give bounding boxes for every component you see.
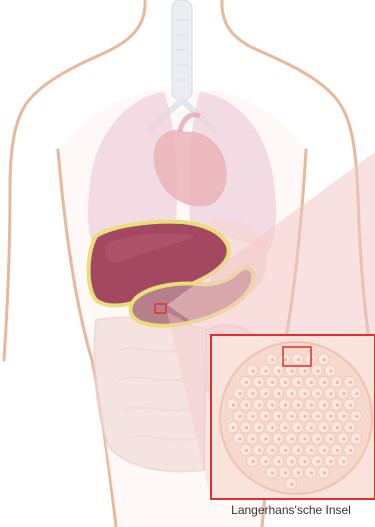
cell-nucleus bbox=[297, 471, 300, 474]
cell-nucleus bbox=[232, 404, 235, 407]
cell-nucleus bbox=[284, 449, 287, 452]
cell-nucleus bbox=[342, 392, 345, 395]
cell-nucleus bbox=[329, 437, 332, 440]
cell-nucleus bbox=[251, 437, 254, 440]
cell-nucleus bbox=[290, 460, 293, 463]
cell-nucleus bbox=[251, 460, 254, 463]
cell-nucleus bbox=[316, 415, 319, 418]
cell-nucleus bbox=[271, 381, 274, 384]
cell-nucleus bbox=[310, 471, 313, 474]
cell-nucleus bbox=[258, 381, 261, 384]
cell-nucleus bbox=[316, 392, 319, 395]
cell-nucleus bbox=[245, 449, 248, 452]
cell-nucleus bbox=[342, 437, 345, 440]
cell-nucleus bbox=[310, 404, 313, 407]
cell-nucleus bbox=[277, 415, 280, 418]
cell-nucleus bbox=[284, 381, 287, 384]
cell-nucleus bbox=[297, 404, 300, 407]
cell-nucleus bbox=[336, 426, 339, 429]
cell-nucleus bbox=[355, 437, 358, 440]
cell-nucleus bbox=[277, 392, 280, 395]
cell-nucleus bbox=[297, 449, 300, 452]
cell-nucleus bbox=[297, 381, 300, 384]
cell-nucleus bbox=[342, 415, 345, 418]
cell-nucleus bbox=[336, 449, 339, 452]
cell-nucleus bbox=[251, 392, 254, 395]
cell-nucleus bbox=[323, 471, 326, 474]
cell-nucleus bbox=[349, 449, 352, 452]
cell-nucleus bbox=[303, 460, 306, 463]
cell-nucleus bbox=[297, 358, 300, 361]
cell-nucleus bbox=[323, 381, 326, 384]
cell-nucleus bbox=[277, 460, 280, 463]
cell-nucleus bbox=[336, 404, 339, 407]
cell-nucleus bbox=[290, 392, 293, 395]
cell-nucleus bbox=[329, 415, 332, 418]
cell-nucleus bbox=[349, 404, 352, 407]
cell-nucleus bbox=[355, 392, 358, 395]
cell-nucleus bbox=[264, 460, 267, 463]
cell-nucleus bbox=[258, 426, 261, 429]
cell-nucleus bbox=[238, 437, 241, 440]
cell-nucleus bbox=[290, 437, 293, 440]
cell-nucleus bbox=[336, 381, 339, 384]
cell-nucleus bbox=[284, 426, 287, 429]
cell-nucleus bbox=[271, 471, 274, 474]
cell-nucleus bbox=[329, 392, 332, 395]
cell-nucleus bbox=[310, 449, 313, 452]
magnified-panel bbox=[211, 335, 375, 499]
cell-nucleus bbox=[251, 415, 254, 418]
cell-nucleus bbox=[355, 415, 358, 418]
cell-nucleus bbox=[323, 449, 326, 452]
cell-nucleus bbox=[284, 404, 287, 407]
cell-nucleus bbox=[277, 437, 280, 440]
cell-nucleus bbox=[303, 392, 306, 395]
cell-nucleus bbox=[329, 370, 332, 373]
cell-nucleus bbox=[310, 381, 313, 384]
cell-nucleus bbox=[316, 437, 319, 440]
cell-nucleus bbox=[303, 370, 306, 373]
cell-nucleus bbox=[284, 358, 287, 361]
cell-nucleus bbox=[271, 449, 274, 452]
cell-nucleus bbox=[323, 404, 326, 407]
cell-nucleus bbox=[349, 381, 352, 384]
cell-nucleus bbox=[323, 358, 326, 361]
cell-nucleus bbox=[232, 426, 235, 429]
cell-nucleus bbox=[290, 483, 293, 486]
cell-nucleus bbox=[245, 381, 248, 384]
cell-nucleus bbox=[264, 392, 267, 395]
cell-nucleus bbox=[251, 370, 254, 373]
caption-label: Langerhans'sche Insel bbox=[216, 503, 366, 517]
cell-nucleus bbox=[323, 426, 326, 429]
cell-nucleus bbox=[264, 370, 267, 373]
cell-nucleus bbox=[290, 415, 293, 418]
cell-nucleus bbox=[258, 449, 261, 452]
cell-nucleus bbox=[303, 437, 306, 440]
cell-nucleus bbox=[264, 437, 267, 440]
cell-nucleus bbox=[316, 370, 319, 373]
cell-nucleus bbox=[303, 415, 306, 418]
cell-nucleus bbox=[245, 426, 248, 429]
cell-nucleus bbox=[297, 426, 300, 429]
cell-nucleus bbox=[310, 426, 313, 429]
cell-nucleus bbox=[342, 460, 345, 463]
cell-nucleus bbox=[238, 415, 241, 418]
cell-nucleus bbox=[271, 426, 274, 429]
cell-nucleus bbox=[238, 392, 241, 395]
cell-nucleus bbox=[258, 404, 261, 407]
cell-nucleus bbox=[271, 358, 274, 361]
cell-nucleus bbox=[316, 460, 319, 463]
cell-nucleus bbox=[290, 370, 293, 373]
cell-nucleus bbox=[271, 404, 274, 407]
cell-nucleus bbox=[264, 415, 267, 418]
cell-nucleus bbox=[277, 370, 280, 373]
cell-nucleus bbox=[284, 471, 287, 474]
cell-nucleus bbox=[349, 426, 352, 429]
cell-nucleus bbox=[245, 404, 248, 407]
cell-nucleus bbox=[329, 460, 332, 463]
